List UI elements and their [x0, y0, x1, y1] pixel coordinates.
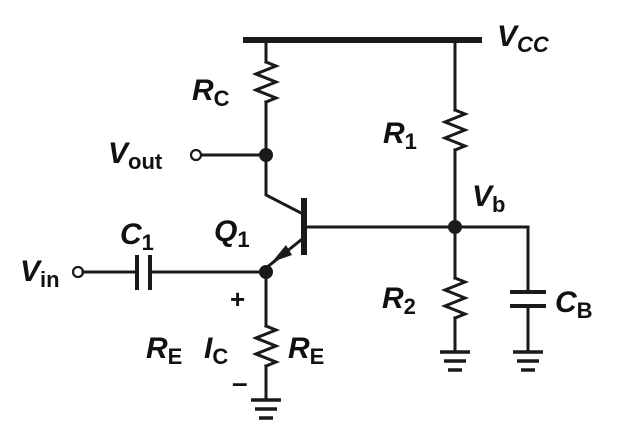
label-r2: R2: [382, 282, 416, 319]
label-plus: +: [230, 284, 245, 314]
ground-cb-icon: [513, 350, 543, 372]
resistor-r1: [440, 38, 470, 229]
label-minus: –: [232, 367, 248, 398]
label-cb: CB: [555, 286, 593, 323]
label-rc: RC: [192, 74, 230, 111]
label-re-right: RE: [288, 332, 324, 369]
label-vb: Vb: [472, 180, 505, 217]
label-q1: Q1: [214, 215, 250, 252]
label-re-left: RE: [146, 332, 182, 369]
capacitor-cb: [510, 225, 546, 352]
collector-wire: [264, 153, 304, 216]
label-vin: Vin: [20, 255, 60, 292]
label-c1: C1: [120, 218, 154, 255]
resistor-re: [251, 270, 281, 400]
emitter-arrow-icon: [272, 245, 292, 262]
vout-terminal: [189, 148, 203, 162]
ground-re-icon: [251, 398, 281, 420]
label-vcc: VCC: [497, 20, 550, 57]
label-r1: R1: [383, 117, 417, 154]
resistor-rc: [251, 38, 281, 155]
label-ic: IC: [204, 332, 228, 369]
capacitor-c1: [81, 255, 268, 290]
ground-r2-icon: [440, 350, 470, 372]
label-vout: Vout: [108, 137, 163, 174]
transistor-q1: [263, 198, 307, 271]
resistor-r2: [440, 225, 470, 352]
